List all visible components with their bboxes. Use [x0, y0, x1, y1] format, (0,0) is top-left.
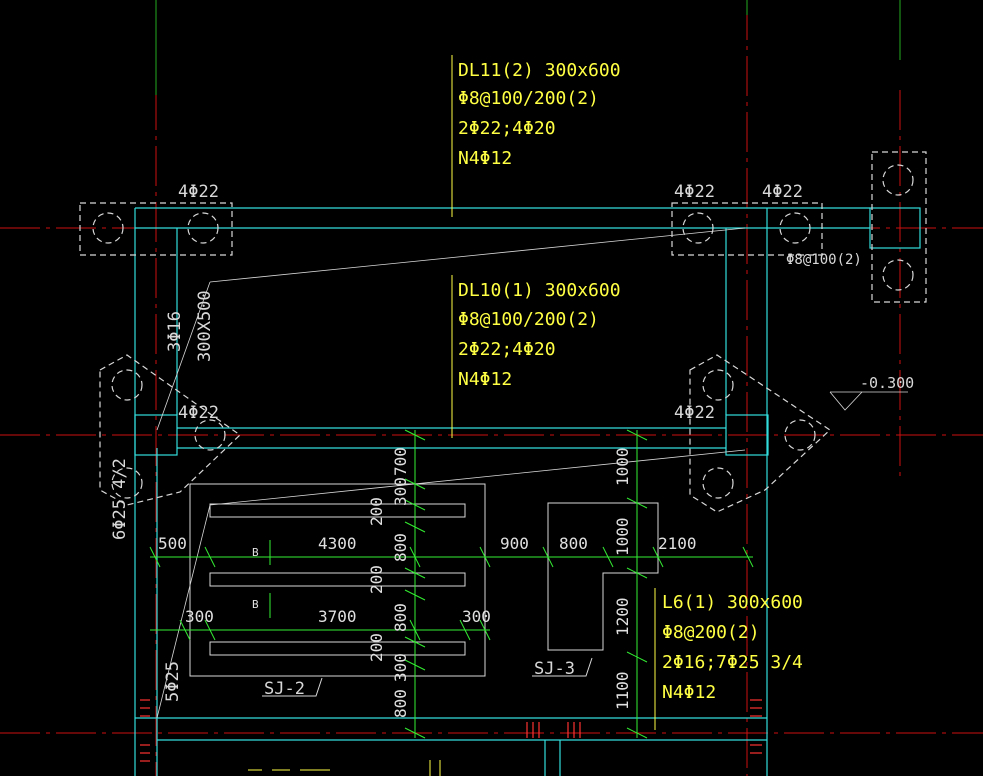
rebar-mid-left: 4Φ22	[178, 403, 219, 423]
pit-sj2-label: SJ-2	[264, 679, 305, 699]
dim-4300: 4300	[318, 534, 357, 553]
dim-v1000b: 1000	[613, 517, 632, 556]
dl11-line3: 2Φ22;4Φ20	[458, 118, 556, 139]
section-marker-b1: B	[252, 546, 259, 559]
dl10-line4: N4Φ12	[458, 369, 512, 390]
dl10-line2: Φ8@100/200(2)	[458, 309, 599, 330]
pit-outlines	[189, 483, 659, 697]
section-marker-b2: B	[252, 598, 259, 611]
rebar-top-left: 4Φ22	[178, 182, 219, 202]
l6-line2: Φ8@200(2)	[662, 622, 760, 643]
dim-v800a: 800	[391, 533, 410, 562]
dim-v1200: 1200	[613, 597, 632, 636]
dim-v200b: 200	[367, 565, 386, 594]
l6-line3: 2Φ16;7Φ25 3/4	[662, 652, 803, 673]
dim-v1000a: 1000	[613, 447, 632, 486]
rebar-bottom-left: 5Φ25	[163, 661, 183, 702]
dim-300a: 300	[185, 607, 214, 626]
dim-v800c: 800	[391, 689, 410, 718]
yellow-leaders	[451, 55, 656, 730]
rebar-left-vertical: 3Φ16	[165, 311, 185, 352]
rebar-left-vertical-size: 300X500	[195, 290, 215, 362]
dim-v700: 700	[391, 447, 410, 476]
rebar-mid-right: 4Φ22	[674, 403, 715, 423]
beam-dl11-annotation[interactable]: DL11(2) 300x600 Φ8@100/200(2) 2Φ22;4Φ20 …	[458, 60, 621, 169]
dim-v1100: 1100	[613, 671, 632, 710]
dim-v300a: 300	[391, 477, 410, 506]
rebar-top-right-a: 4Φ22	[674, 182, 715, 202]
green-grid-lines	[155, 0, 901, 95]
dim-300b: 300	[462, 607, 491, 626]
beam-l6-annotation[interactable]: L6(1) 300x600 Φ8@200(2) 2Φ16;7Φ25 3/4 N4…	[662, 592, 803, 703]
beam-dl10-annotation[interactable]: DL10(1) 300x600 Φ8@100/200(2) 2Φ22;4Φ20 …	[458, 280, 621, 390]
dim-3700: 3700	[318, 607, 357, 626]
pit-labels: SJ-2 SJ-3	[264, 659, 575, 699]
rebar-top-right-b: 4Φ22	[762, 182, 803, 202]
dl10-line3: 2Φ22;4Φ20	[458, 339, 556, 360]
dim-v200a: 200	[367, 497, 386, 526]
bottom-rebar-marks	[140, 699, 762, 762]
rebar-left-lower: 6Φ25 4/2	[110, 458, 130, 540]
rebar-stirrup-right: Φ8@100(2)	[786, 252, 862, 268]
dim-v800b: 800	[391, 603, 410, 632]
dim-500: 500	[158, 534, 187, 553]
rebar-labels: 4Φ22 4Φ22 4Φ22 Φ8@100(2) 4Φ22 4Φ22 3Φ16 …	[110, 182, 914, 702]
dimension-texts: 500 4300 900 800 2100 300 3700 300 700 3…	[158, 447, 697, 718]
bottom-cut-off-text	[248, 760, 441, 776]
pit-sj3-label: SJ-3	[534, 659, 575, 679]
dl11-line1: DL11(2) 300x600	[458, 60, 621, 81]
dl11-line2: Φ8@100/200(2)	[458, 88, 599, 109]
leader-lines	[156, 227, 908, 719]
dim-900: 900	[500, 534, 529, 553]
dl10-line1: DL10(1) 300x600	[458, 280, 621, 301]
dimension-lines	[149, 429, 754, 739]
l6-line4: N4Φ12	[662, 682, 716, 703]
dim-800a: 800	[559, 534, 588, 553]
pile-caps	[79, 151, 927, 513]
dim-2100: 2100	[658, 534, 697, 553]
dim-v300b: 300	[391, 653, 410, 682]
dl11-line4: N4Φ12	[458, 148, 512, 169]
dim-v200c: 200	[367, 633, 386, 662]
l6-line1: L6(1) 300x600	[662, 592, 803, 613]
elevation-label: -0.300	[860, 374, 914, 392]
